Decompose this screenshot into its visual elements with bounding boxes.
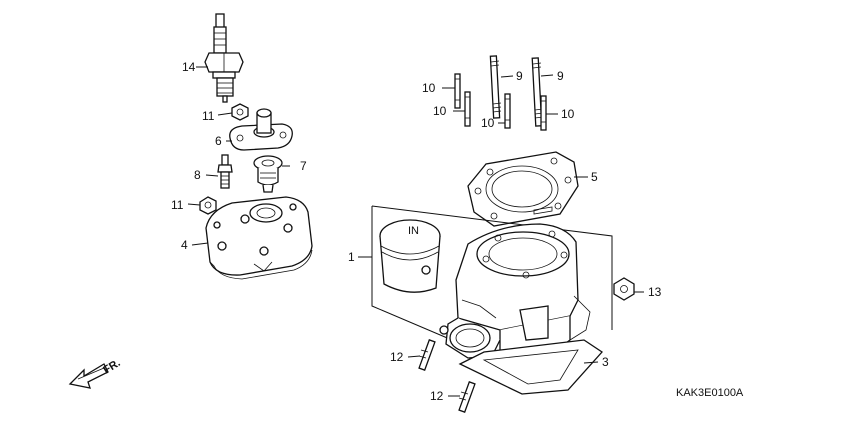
callout-8: 8 xyxy=(194,168,201,182)
thermostat-cover xyxy=(229,108,293,151)
callout-10-b: 10 xyxy=(433,104,447,118)
cylinder-head xyxy=(205,196,313,280)
spark-plug xyxy=(204,13,244,103)
stud-bolt-short-1 xyxy=(454,73,461,109)
head-gasket xyxy=(467,151,579,227)
base-gasket xyxy=(458,339,603,395)
diagram-code: KAK3E0100A xyxy=(676,387,744,399)
callout-12-lower: 12 xyxy=(430,389,444,403)
nut-lower xyxy=(199,196,217,215)
callout-11-upper: 11 xyxy=(202,109,215,123)
callout-labels: 14 11 6 7 8 11 4 10 10 9 9 10 10 5 1 13 … xyxy=(171,60,744,403)
callout-10-a: 10 xyxy=(422,81,436,95)
stud-bolt-short-3 xyxy=(504,93,511,129)
stud-bolt-short-2 xyxy=(464,91,471,127)
assembly-bracket xyxy=(371,205,613,341)
callout-12-upper: 12 xyxy=(390,350,404,364)
callout-4: 4 xyxy=(181,238,188,252)
callout-13: 13 xyxy=(648,285,662,299)
callout-10-c: 10 xyxy=(481,116,495,130)
callout-3: 3 xyxy=(602,355,609,369)
thermostat xyxy=(253,155,283,193)
callout-5: 5 xyxy=(591,170,598,184)
piston: IN xyxy=(379,219,441,293)
callout-9-left: 9 xyxy=(516,69,523,83)
dowel-pin-upper xyxy=(418,339,436,371)
dowel-pin-lower xyxy=(458,381,476,413)
callout-10-d: 10 xyxy=(561,107,575,121)
nut-upper xyxy=(231,103,249,121)
front-direction-arrow: FR. xyxy=(68,357,123,389)
callout-6: 6 xyxy=(215,134,222,148)
callout-1: 1 xyxy=(348,250,355,264)
svg-text:IN: IN xyxy=(408,225,419,237)
callout-9-right: 9 xyxy=(557,69,564,83)
flange-nut xyxy=(613,277,635,301)
callout-7: 7 xyxy=(300,159,307,173)
callout-14: 14 xyxy=(182,60,196,74)
stud-bolt-long-left xyxy=(489,55,502,119)
stud-bolt-short-4 xyxy=(540,95,547,131)
callout-11-lower: 11 xyxy=(171,198,184,212)
leader-lines xyxy=(187,66,644,397)
temperature-sensor xyxy=(217,154,233,189)
cylinder xyxy=(439,223,591,363)
